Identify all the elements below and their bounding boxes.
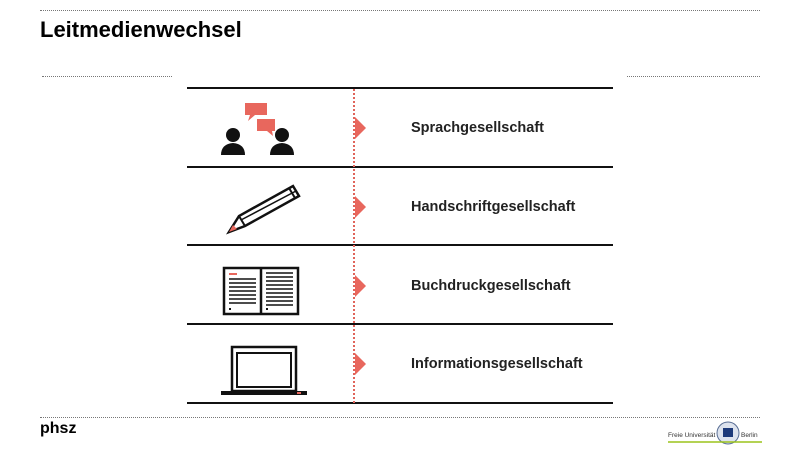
svg-text:Freie Universität: Freie Universität — [668, 432, 716, 439]
timeline-dotted-line — [353, 89, 355, 403]
fu-berlin-logo: Freie Universität Berlin — [668, 421, 762, 445]
arrow-icon — [355, 275, 366, 297]
table-rule — [187, 87, 613, 89]
list-item — [187, 325, 613, 404]
table-rule — [187, 323, 613, 325]
slide-title: Leitmedienwechsel — [40, 17, 242, 42]
table-rule — [187, 244, 613, 246]
divider-left — [42, 76, 172, 77]
list-item — [187, 246, 613, 325]
list-item — [187, 168, 613, 247]
laptop-icon — [221, 345, 307, 395]
svg-text:Berlin: Berlin — [741, 432, 758, 439]
table-rule — [187, 402, 613, 404]
row-label: Sprachgesellschaft — [411, 120, 544, 136]
top-divider — [40, 10, 760, 11]
row-label: Buchdruckgesellschaft — [411, 278, 571, 294]
speaking-people-icon — [221, 103, 294, 155]
bottom-divider — [40, 417, 760, 418]
table-rule — [187, 166, 613, 168]
open-book-icon — [222, 266, 300, 316]
arrow-icon — [355, 353, 366, 375]
arrow-icon — [355, 117, 366, 139]
list-item — [187, 89, 613, 168]
pencil-icon — [225, 184, 301, 235]
divider-right — [627, 76, 760, 77]
phsz-logo: phsz — [40, 420, 77, 437]
row-label: Informationsgesellschaft — [411, 356, 583, 372]
row-label: Handschriftgesellschaft — [411, 199, 576, 215]
arrow-icon — [355, 196, 366, 218]
